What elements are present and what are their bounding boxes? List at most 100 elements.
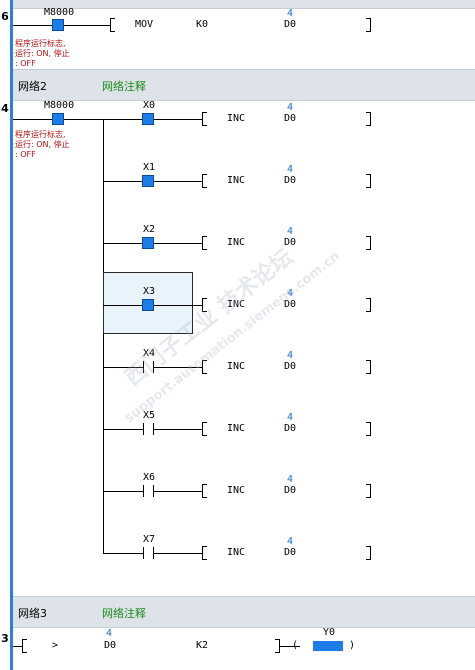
instruction-name[interactable]: INC <box>227 237 246 248</box>
box-right-bracket <box>366 484 371 498</box>
box-right-bracket <box>366 18 371 32</box>
branch-wire <box>103 553 143 554</box>
branch-wire <box>154 119 202 120</box>
operand[interactable]: D0 <box>284 485 297 496</box>
row-number: 3 <box>1 632 9 645</box>
network-header[interactable]: 网络3 网络注释 <box>13 596 475 628</box>
compare-operand-1[interactable]: D0 <box>104 640 117 651</box>
contact-comment: 程序运行标志, 运行: ON, 停止 : OFF <box>15 39 70 68</box>
operand-live-value: 4 <box>287 412 294 423</box>
box-left-bracket <box>202 422 207 436</box>
network-comment[interactable]: 网络注释 <box>102 607 146 620</box>
operand-source[interactable]: K0 <box>196 19 209 30</box>
operand-live-value: 4 <box>287 536 294 547</box>
operand[interactable]: D0 <box>284 547 297 558</box>
box-right-bracket <box>366 174 371 188</box>
branch-wire <box>103 491 143 492</box>
operand-live-value: 4 <box>287 226 294 237</box>
operand-live-value: 4 <box>287 288 294 299</box>
operand-live-value: 4 <box>287 8 294 19</box>
box-right-bracket <box>366 360 371 374</box>
network-header[interactable]: 网络2 网络注释 <box>13 69 475 101</box>
coil-right-paren: ) <box>349 640 356 651</box>
instruction-name[interactable]: INC <box>227 175 246 186</box>
instruction-name[interactable]: INC <box>227 299 246 310</box>
contact-label: X4 <box>143 348 156 359</box>
contact-closed[interactable] <box>142 175 154 187</box>
operand-live-value: 4 <box>106 628 113 639</box>
contact-m8000-closed[interactable] <box>52 113 64 125</box>
contact-open-right[interactable] <box>153 485 154 497</box>
contact-label: X7 <box>143 534 156 545</box>
row-number: 6 <box>1 10 9 23</box>
contact-open-left[interactable] <box>143 361 144 373</box>
branch-wire <box>154 305 202 306</box>
compare-right-bracket <box>275 639 280 653</box>
power-rail-wire <box>13 646 23 647</box>
contact-open-right[interactable] <box>153 547 154 559</box>
compare-operator[interactable]: > <box>52 640 59 651</box>
contact-label: X1 <box>143 162 156 173</box>
box-left-bracket <box>202 484 207 498</box>
coil-label: Y0 <box>323 627 336 638</box>
box-left-bracket <box>202 236 207 250</box>
box-left-bracket <box>202 360 207 374</box>
network-title: 网络3 <box>18 607 47 620</box>
box-right-bracket <box>366 236 371 250</box>
network-title: 网络2 <box>18 80 47 93</box>
contact-closed[interactable] <box>142 113 154 125</box>
operand-live-value: 4 <box>287 164 294 175</box>
instruction-name[interactable]: INC <box>227 113 246 124</box>
branch-wire <box>103 181 143 182</box>
contact-label: X0 <box>143 100 156 111</box>
contact-label: M8000 <box>44 100 75 111</box>
contact-m8000-closed[interactable] <box>52 19 64 31</box>
contact-open-right[interactable] <box>153 423 154 435</box>
operand[interactable]: D0 <box>284 423 297 434</box>
row-number: 4 <box>1 102 9 115</box>
branch-wire <box>103 367 143 368</box>
box-left-bracket <box>202 298 207 312</box>
top-network-header-edge <box>13 0 475 9</box>
contact-label: X2 <box>143 224 156 235</box>
instruction-name[interactable]: INC <box>227 485 246 496</box>
rung-wire <box>64 25 110 26</box>
operand-destination[interactable]: D0 <box>284 19 297 30</box>
contact-closed[interactable] <box>142 299 154 311</box>
operand-live-value: 4 <box>287 474 294 485</box>
compare-left-bracket <box>22 639 27 653</box>
branch-wire <box>154 181 202 182</box>
coil-left-paren: ( <box>292 640 299 651</box>
instruction-name[interactable]: INC <box>227 361 246 372</box>
branch-wire <box>103 243 143 244</box>
operand[interactable]: D0 <box>284 299 297 310</box>
operand[interactable]: D0 <box>284 175 297 186</box>
network-comment[interactable]: 网络注释 <box>102 80 146 93</box>
box-left-bracket <box>110 18 115 32</box>
contact-open-left[interactable] <box>143 485 144 497</box>
box-right-bracket <box>366 546 371 560</box>
operand-live-value: 4 <box>287 102 294 113</box>
operand[interactable]: D0 <box>284 113 297 124</box>
branch-wire <box>154 491 202 492</box>
operand[interactable]: D0 <box>284 237 297 248</box>
operand[interactable]: D0 <box>284 361 297 372</box>
box-left-bracket <box>202 112 207 126</box>
compare-operand-2[interactable]: K2 <box>196 640 209 651</box>
branch-wire <box>154 429 202 430</box>
box-right-bracket <box>366 422 371 436</box>
rung-wire <box>280 646 300 647</box>
operand-live-value: 4 <box>287 350 294 361</box>
contact-open-left[interactable] <box>143 423 144 435</box>
gutter-rail <box>10 0 13 670</box>
instruction-name[interactable]: INC <box>227 423 246 434</box>
instruction-name[interactable]: MOV <box>135 19 154 30</box>
contact-closed[interactable] <box>142 237 154 249</box>
instruction-name[interactable]: INC <box>227 547 246 558</box>
coil-y0-energized[interactable] <box>313 641 343 651</box>
contact-open-left[interactable] <box>143 547 144 559</box>
contact-open-right[interactable] <box>153 361 154 373</box>
contact-label: X6 <box>143 472 156 483</box>
branch-wire <box>103 305 143 306</box>
